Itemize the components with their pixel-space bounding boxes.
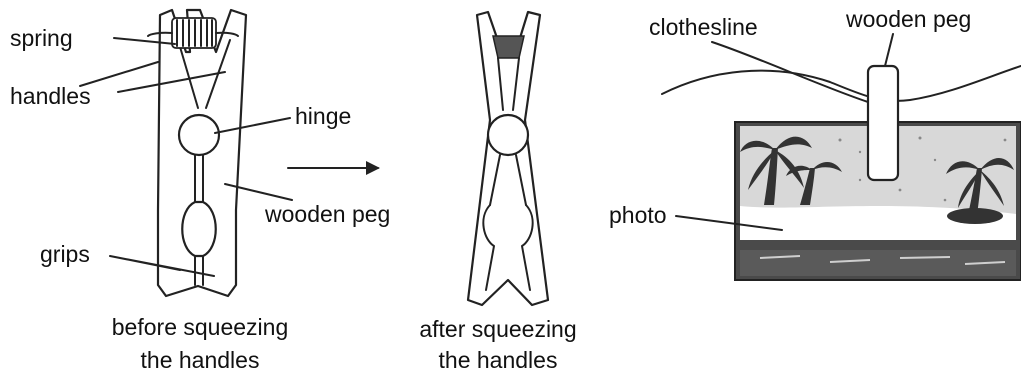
handles-label: handles [10, 83, 91, 109]
grips-oval [182, 202, 216, 256]
peg-before-squeezing [148, 10, 246, 296]
clothesline-label: clothesline [649, 14, 758, 40]
wooden-peg-right-pointer [885, 34, 893, 66]
after-caption-line1: after squeezing [419, 316, 576, 342]
grips-label: grips [40, 241, 90, 267]
peg-after-squeezing [468, 12, 548, 305]
spring-label: spring [10, 25, 73, 51]
before-caption-line2: the handles [141, 347, 260, 373]
wooden-peg-on-line [868, 66, 898, 180]
after-caption-line2: the handles [439, 347, 558, 373]
photo-label: photo [609, 202, 667, 228]
spring-block-after [493, 36, 524, 58]
hinge-label: hinge [295, 103, 351, 129]
transition-arrow [288, 161, 380, 175]
before-caption-line1: before squeezing [112, 314, 288, 340]
clothesline [662, 66, 1021, 101]
hinge-circle-after [488, 115, 528, 155]
hinge-circle [179, 115, 219, 155]
wooden-peg-right-label: wooden peg [845, 6, 971, 32]
wooden-peg-label: wooden peg [264, 201, 390, 227]
